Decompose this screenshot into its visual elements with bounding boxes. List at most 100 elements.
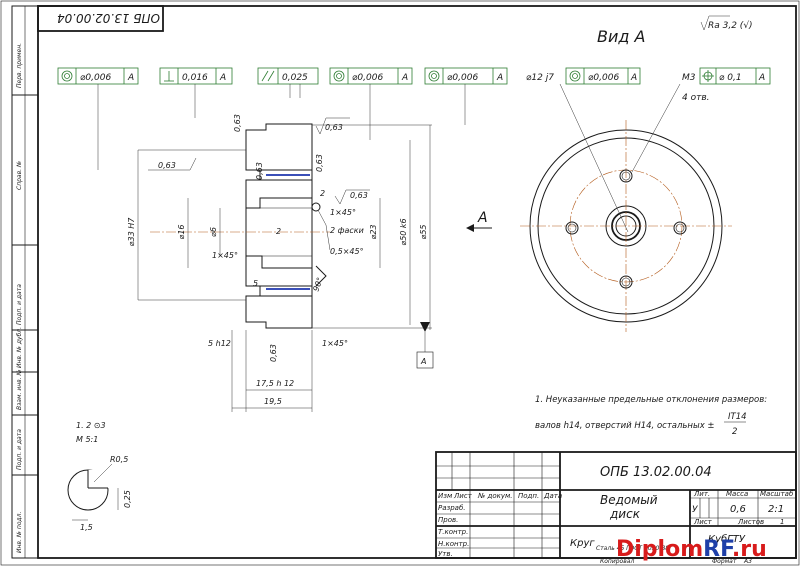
- watermark-part3: .ru: [732, 537, 767, 562]
- detail-dim-025: 0,25: [123, 490, 132, 508]
- side-label-3: Подп. и дата: [16, 284, 23, 325]
- view-frame-1: ⌀0,006 A: [565, 67, 641, 85]
- side-label-5: Взам. инв. №: [16, 369, 23, 410]
- row-label-prov: Пров.: [438, 516, 458, 524]
- view-frames: ⌀12 j7 ⌀0,006 A M3 ⌀ 0,1 A 4 отв.: [526, 67, 771, 103]
- title-block: ОПБ 13.02.00.04 Ведомый диск Изм Лист № …: [435, 451, 797, 565]
- col-header-doc: № докум.: [477, 492, 513, 500]
- perpendicular-icon: [164, 71, 174, 82]
- tol-datum-5: A: [496, 73, 503, 83]
- note-fraction-bottom: 2: [732, 427, 737, 437]
- mark-5: 5: [253, 279, 258, 288]
- concentric-icon: [428, 70, 440, 82]
- tol-value-2: 0,016: [182, 73, 208, 83]
- tolerance-frame-1: ⌀0,006 A: [57, 67, 139, 85]
- lit-value: У: [692, 505, 698, 515]
- scale-header: Масштаб: [760, 490, 794, 498]
- mark-2b: 2: [276, 227, 281, 236]
- tolerance-frame-5: ⌀0,006 A: [424, 67, 508, 85]
- tolerance-frame-3: 0,025: [257, 67, 319, 85]
- note-line2: валов h14, отверстий H14, остальных ±: [535, 421, 715, 431]
- dim-d23: ⌀23: [369, 225, 378, 240]
- watermark: DiplomRF.ru: [616, 537, 767, 562]
- view-a: Вид А Ra 3,2 (√): [520, 15, 753, 332]
- copied-label: Копировал: [600, 558, 634, 565]
- row-label-razrab: Разраб.: [438, 504, 466, 512]
- tolerance-frame-2: 0,016 A: [159, 67, 233, 85]
- dim-d55: ⌀55: [419, 225, 428, 240]
- dim-d6: ⌀6: [209, 227, 218, 237]
- section-arrow-label: A: [477, 210, 488, 226]
- detail-dim-r05: R0,5: [110, 455, 128, 464]
- sheets-label: Листов: [737, 518, 764, 526]
- side-label-1: Перв. примен.: [16, 43, 23, 88]
- title-name-line1: Ведомый: [600, 493, 658, 507]
- concentric-icon: [61, 70, 73, 82]
- rough-4: 0,63: [255, 162, 264, 180]
- chamfer-05: 0,5×45°: [330, 247, 364, 256]
- mass-value: 0,6: [730, 504, 746, 515]
- format-value: А3: [743, 558, 752, 565]
- section-dimensions: ⌀33 H7 ⌀16 ⌀6 ⌀23 ⌀50 k6 ⌀55 A 0,63 0,63…: [127, 114, 434, 412]
- org: КубГТУ: [708, 533, 746, 545]
- dim-195: 19,5: [264, 397, 282, 406]
- note-fraction-top: IT14: [728, 412, 747, 422]
- dim-d16: ⌀16: [177, 225, 186, 240]
- title-name-line2: диск: [609, 507, 641, 521]
- chamfer-3: 1×45°: [322, 339, 348, 348]
- dim-d33: ⌀33 H7: [127, 217, 136, 247]
- thread-hole-left: [565, 221, 579, 235]
- col-header-izm: Изм: [438, 492, 453, 500]
- view-frame-2-prefix: M3: [682, 73, 696, 83]
- view-label: Вид А: [597, 27, 645, 46]
- section-arrow: A: [466, 210, 492, 232]
- view-frame-2: ⌀ 0,1 A: [699, 67, 771, 85]
- side-label-7: Инв. № подл.: [16, 512, 23, 553]
- thread-hole-top: [619, 169, 633, 183]
- sheets-value: 1: [780, 518, 784, 526]
- doc-number-box: ОПБ 13.02.00.04: [37, 5, 164, 32]
- sheet-label: Лист: [693, 518, 713, 526]
- view-frame-1-value: ⌀0,006: [588, 73, 619, 83]
- tol-value-1: ⌀0,006: [80, 73, 111, 83]
- tolerance-frame-4: ⌀0,006 A: [329, 67, 413, 85]
- tol-value-3: 0,025: [282, 73, 308, 83]
- parallel-icon: [261, 70, 275, 82]
- rough-6: 0,63: [350, 191, 368, 200]
- material-short: Круг: [570, 538, 595, 549]
- technical-note: 1. Неуказанные предельные отклонения раз…: [535, 395, 767, 437]
- scale-value: 2:1: [768, 504, 784, 515]
- svg-text:DiplomRF.ru: DiplomRF.ru: [616, 537, 767, 562]
- thread-hole-bottom: [619, 275, 633, 289]
- thread-hole-right: [673, 221, 687, 235]
- rough-1: 0,63: [325, 123, 343, 132]
- row-label-nkontr: Н.контр.: [438, 540, 469, 548]
- tol-datum-1: A: [127, 73, 134, 83]
- dim-175: 17,5 h 12: [256, 379, 294, 388]
- detail-scale-line2: М 5:1: [76, 435, 98, 444]
- dim-d50: ⌀50 k6: [399, 218, 408, 245]
- position-icon: [702, 70, 714, 82]
- mass-header: Масса: [726, 490, 748, 498]
- format-label: Формат: [712, 558, 737, 565]
- tol-datum-2: A: [219, 73, 226, 83]
- doc-number-rotated: ОПБ 13.02.00.04: [57, 11, 160, 25]
- view-frame-2-value: ⌀ 0,1: [719, 73, 742, 83]
- view-frame-2-datum: A: [758, 73, 765, 83]
- side-label-6: Подп. и дата: [16, 429, 23, 470]
- watermark-part2: RF: [703, 537, 734, 562]
- row-label-utv: Утв.: [438, 550, 453, 558]
- side-label-2: Справ. №: [16, 161, 23, 190]
- side-labels: Перв. примен. Справ. № Подп. и дата Инв.…: [16, 43, 23, 553]
- roughness-general: Ra 3,2 (√): [708, 20, 753, 31]
- rough-2: 0,63: [158, 161, 176, 170]
- tol-value-5: ⌀0,006: [447, 73, 478, 83]
- detail-dim-15: 1,5: [80, 523, 93, 532]
- rough-5: 0,63: [315, 154, 324, 172]
- side-label-4: Инв. № дубл.: [16, 327, 23, 368]
- two-chamfers: 2 фаски: [330, 226, 364, 235]
- view-frame-1-prefix: ⌀12 j7: [526, 73, 554, 83]
- title-designation: ОПБ 13.02.00.04: [600, 465, 712, 480]
- section-view: [150, 123, 330, 329]
